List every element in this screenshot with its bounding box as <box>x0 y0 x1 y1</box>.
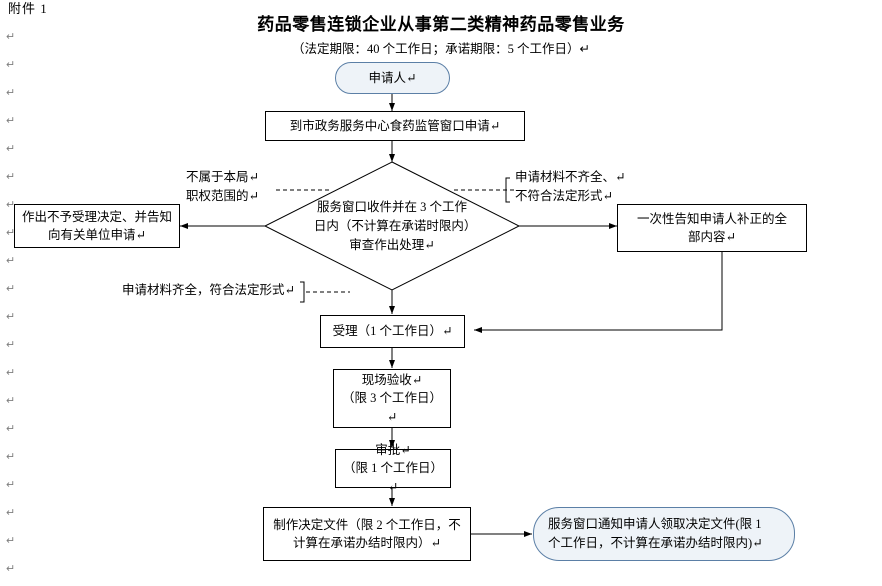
node-reject-notice[interactable]: 作出不予受理决定、并告知向有关单位申请↵ <box>14 204 180 248</box>
branch-label-complete: 申请材料齐全，符合法定形式↵ <box>122 281 302 300</box>
pilcrow-mark: ↵ <box>6 395 16 407</box>
node-review-decision-label: 服务窗口收件并在 3 个工作日内（不计算在承诺时限内）审查作出处理↵ <box>312 198 472 254</box>
branch-label-incomplete-line1: 申请材料不齐全、↵ <box>515 170 626 184</box>
page-subtitle-text: （法定期限：40 个工作日；承诺期限：5 个工作日） <box>292 42 580 56</box>
pilcrow-mark: ↵ <box>6 143 16 155</box>
pilcrow-mark: ↵ <box>6 479 16 491</box>
branch-label-incomplete: 申请材料不齐全、↵ 不符合法定形式↵ <box>515 168 645 206</box>
page-subtitle: （法定期限：40 个工作日；承诺期限：5 个工作日）↵ <box>0 38 882 57</box>
node-one-time-notice-label: 一次性告知申请人补正的全部内容↵ <box>636 211 787 244</box>
margin-paragraph-marks: ↵ ↵ ↵ ↵ ↵ ↵ ↵ ↵ ↵ ↵ ↵ ↵ ↵ ↵ ↵ ↵ ↵ ↵ ↵ ↵ <box>0 0 30 586</box>
node-approval[interactable]: 审批↵（限 1 个工作日）↵ <box>335 443 451 494</box>
pilcrow-mark: ↵ <box>6 535 16 547</box>
branch-label-out-of-scope-line1: 不属于本局↵ <box>186 170 259 184</box>
node-applicant[interactable]: 申请人↵ <box>335 62 450 94</box>
pilcrow-mark: ↵ <box>6 171 16 183</box>
branch-label-incomplete-line2: 不符合法定形式↵ <box>515 188 613 203</box>
node-approval-label: 审批↵（限 1 个工作日）↵ <box>342 443 443 494</box>
pilcrow-mark: ↵ <box>6 367 16 379</box>
pilcrow-mark: ↵ <box>6 115 16 127</box>
pilcrow-mark: ↵ <box>6 59 16 71</box>
node-onsite-inspection-label: 现场验收↵（限 3 个工作日）↵ <box>341 373 442 424</box>
pilcrow-mark: ↵ <box>6 87 16 99</box>
branch-label-out-of-scope-line2: 职权范围的↵ <box>186 188 259 203</box>
pilcrow-mark: ↵ <box>6 227 16 239</box>
pilcrow-mark: ↵ <box>6 563 16 575</box>
pilcrow-mark: ↵ <box>6 311 16 323</box>
node-one-time-notice[interactable]: 一次性告知申请人补正的全部内容↵ <box>617 204 807 252</box>
pilcrow-mark: ↵ <box>6 283 16 295</box>
pilcrow-mark: ↵ <box>6 199 16 211</box>
node-make-decision-doc[interactable]: 制作决定文件（限 2 个工作日，不计算在承诺办结时限内）↵ <box>263 507 471 561</box>
node-onsite-inspection[interactable]: 现场验收↵（限 3 个工作日）↵ <box>333 369 451 428</box>
page-title: 药品零售连锁企业从事第二类精神药品零售业务 <box>257 15 625 34</box>
node-reject-notice-label: 作出不予受理决定、并告知向有关单位申请↵ <box>21 209 172 242</box>
pilcrow-mark: ↵ <box>6 31 16 43</box>
pilcrow-mark: ↵ <box>579 42 590 56</box>
attachment-label: 附件 1 <box>8 1 48 16</box>
branch-label-out-of-scope: 不属于本局↵ 职权范围的↵ <box>186 168 278 206</box>
pilcrow-mark: ↵ <box>6 507 16 519</box>
pilcrow-mark: ↵ <box>6 423 16 435</box>
pilcrow-mark: ↵ <box>6 255 16 267</box>
node-applicant-label: 申请人↵ <box>368 70 417 85</box>
branch-label-complete-text: 申请材料齐全，符合法定形式↵ <box>122 283 295 297</box>
node-accept-label: 受理（1 个工作日）↵ <box>332 324 453 339</box>
pilcrow-mark: ↵ <box>6 339 16 351</box>
pilcrow-mark: ↵ <box>6 451 16 463</box>
node-window-apply-label: 到市政务服务中心食药监管窗口申请↵ <box>289 118 501 133</box>
node-review-decision-text: 服务窗口收件并在 3 个工作日内（不计算在承诺时限内）审查作出处理↵ <box>313 199 471 252</box>
node-accept[interactable]: 受理（1 个工作日）↵ <box>320 315 465 348</box>
node-window-apply[interactable]: 到市政务服务中心食药监管窗口申请↵ <box>265 111 525 141</box>
node-make-decision-doc-label: 制作决定文件（限 2 个工作日，不计算在承诺办结时限内）↵ <box>273 517 461 550</box>
